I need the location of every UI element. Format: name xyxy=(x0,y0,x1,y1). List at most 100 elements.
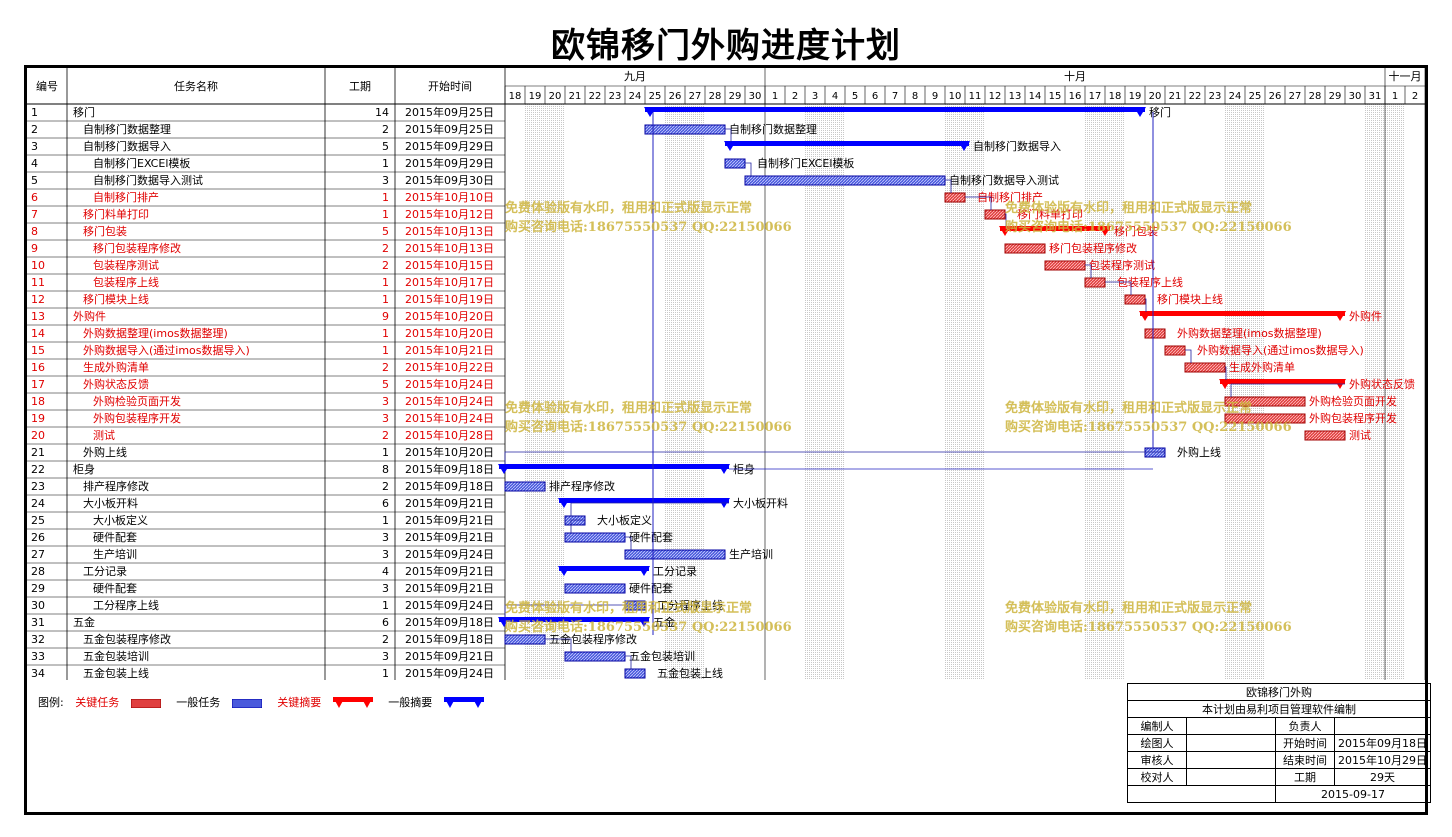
summary-bar xyxy=(499,464,729,469)
chart-frame xyxy=(24,65,1428,815)
task-start: 2015年09月18日 xyxy=(405,462,494,476)
weekend-shade xyxy=(1385,104,1405,680)
day-label: 2 xyxy=(1412,91,1418,102)
summary-bar xyxy=(559,566,649,571)
dependency-line xyxy=(725,128,732,142)
task-start: 2015年09月18日 xyxy=(405,632,494,646)
task-start: 2015年10月24日 xyxy=(405,377,494,391)
task-duration: 3 xyxy=(382,395,389,408)
signoff-owner-value xyxy=(1333,717,1432,735)
task-bar xyxy=(1124,294,1146,305)
bar-label: 外购数据导入(通过imos数据导入) xyxy=(1197,343,1364,357)
task-id: 16 xyxy=(31,361,45,374)
weekend-shade xyxy=(685,104,705,680)
signoff-start-value: 2015年09月18日 xyxy=(1333,734,1432,752)
task-start: 2015年10月12日 xyxy=(405,207,494,221)
day-label: 11 xyxy=(969,91,982,102)
weekend-shade xyxy=(1085,104,1105,680)
day-label: 24 xyxy=(1229,91,1242,102)
day-label: 30 xyxy=(749,91,762,102)
day-label: 31 xyxy=(1369,91,1382,102)
signoff-editor-value xyxy=(1186,717,1276,735)
task-bar xyxy=(1044,260,1086,271)
weekend-shade xyxy=(525,104,545,680)
bar-label: 自制移门EXCEl模板 xyxy=(757,156,854,170)
summary-bar xyxy=(499,617,649,622)
bar-label: 硬件配套 xyxy=(629,582,673,595)
bar-label: 外购状态反馈 xyxy=(1349,377,1415,391)
summary-bar xyxy=(1220,379,1345,384)
task-start: 2015年10月24日 xyxy=(405,394,494,408)
weekend-shade xyxy=(1225,104,1245,680)
day-label: 28 xyxy=(1309,91,1322,102)
bar-label: 外购上线 xyxy=(1177,445,1221,459)
task-name: 移门 xyxy=(73,105,95,119)
task-id: 9 xyxy=(31,242,38,255)
dependency-line xyxy=(570,519,585,533)
bar-label: 外购检验页面开发 xyxy=(1309,394,1397,408)
task-duration: 1 xyxy=(382,667,389,680)
task-name: 排产程序修改 xyxy=(83,479,149,493)
day-label: 8 xyxy=(912,91,918,102)
task-duration: 2 xyxy=(382,633,389,646)
task-duration: 1 xyxy=(382,446,389,459)
bar-label: 移门包装 xyxy=(1114,224,1158,238)
summary-cap xyxy=(638,617,650,627)
task-name: 大小板开料 xyxy=(83,496,138,510)
bar-label: 移门包装程序修改 xyxy=(1049,241,1137,255)
task-name: 五金包装培训 xyxy=(83,649,149,663)
task-name: 工分程序上线 xyxy=(93,598,159,612)
task-id: 13 xyxy=(31,310,45,323)
task-start: 2015年09月30日 xyxy=(405,173,494,187)
task-id: 32 xyxy=(31,633,45,646)
task-name: 外购包装程序开发 xyxy=(93,411,181,425)
day-label: 28 xyxy=(709,91,722,102)
bar-label: 包装程序上线 xyxy=(1117,275,1183,289)
task-bar xyxy=(564,651,626,662)
task-id: 7 xyxy=(31,208,38,221)
task-duration: 8 xyxy=(382,463,389,476)
task-name: 外购上线 xyxy=(83,445,127,459)
dependency-line xyxy=(625,655,632,669)
legend-normal-summary-swatch xyxy=(443,697,484,708)
task-duration: 3 xyxy=(382,650,389,663)
day-label: 14 xyxy=(1029,91,1042,102)
task-id: 31 xyxy=(31,616,45,629)
bar-label: 外购数据整理(imos数据整理) xyxy=(1177,326,1322,340)
task-name: 自制移门数据整理 xyxy=(83,122,171,136)
legend: 图例: 关键任务 一般任务 关键摘要 一般摘要 xyxy=(38,694,496,710)
task-id: 18 xyxy=(31,395,45,408)
task-id: 17 xyxy=(31,378,45,391)
task-duration: 3 xyxy=(382,548,389,561)
task-duration: 6 xyxy=(382,616,389,629)
task-duration: 2 xyxy=(382,361,389,374)
bar-label: 硬件配套 xyxy=(629,531,673,544)
dependency-line xyxy=(745,162,752,176)
day-label: 2 xyxy=(792,91,798,102)
bar-label: 五金 xyxy=(653,615,675,629)
task-bar xyxy=(1144,447,1166,458)
task-name: 移门包装 xyxy=(83,224,127,238)
task-duration: 1 xyxy=(382,293,389,306)
bar-label: 自制移门数据导入测试 xyxy=(949,173,1059,187)
task-duration: 3 xyxy=(382,531,389,544)
task-duration: 4 xyxy=(382,565,389,578)
task-duration: 1 xyxy=(382,276,389,289)
task-start: 2015年10月20日 xyxy=(405,309,494,323)
task-bar xyxy=(624,668,646,679)
dependency-line xyxy=(1230,383,1345,397)
task-name: 大小板定义 xyxy=(93,513,148,527)
task-start: 2015年10月15日 xyxy=(405,258,494,272)
day-label: 3 xyxy=(812,91,818,102)
day-label: 6 xyxy=(872,91,878,102)
dependency-line xyxy=(504,604,645,618)
month-label: 十一月 xyxy=(1389,69,1422,83)
task-id: 27 xyxy=(31,548,45,561)
task-name: 生成外购清单 xyxy=(83,360,149,374)
signoff-blank xyxy=(1127,785,1276,803)
bar-label: 移门料单打印 xyxy=(1017,207,1083,221)
task-start: 2015年10月19日 xyxy=(405,292,494,306)
task-id: 12 xyxy=(31,293,45,306)
signoff-editor-label: 编制人 xyxy=(1127,717,1187,735)
task-duration: 5 xyxy=(382,378,389,391)
